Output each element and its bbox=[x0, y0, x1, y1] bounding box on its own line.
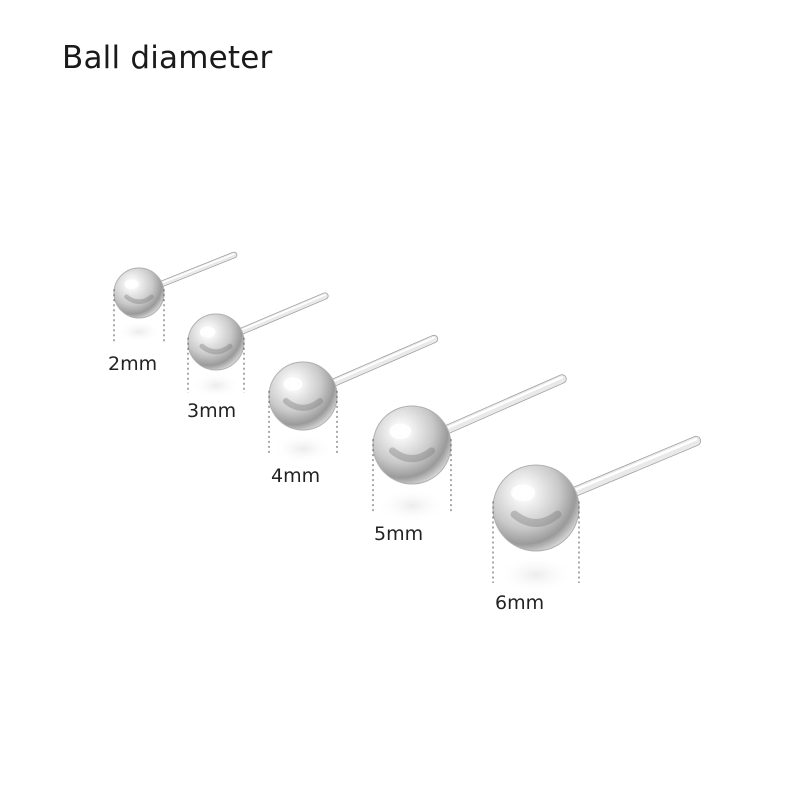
ball-highlight bbox=[511, 484, 536, 502]
ball-highlight bbox=[124, 279, 139, 290]
ball bbox=[492, 464, 580, 552]
post bbox=[152, 252, 237, 290]
size-label-6mm: 6mm bbox=[495, 592, 545, 614]
stud-earring-6mm bbox=[492, 435, 702, 595]
ball-shadow bbox=[199, 343, 233, 355]
reflection bbox=[272, 433, 334, 465]
reflection bbox=[497, 555, 575, 595]
post bbox=[321, 335, 438, 390]
reflection bbox=[190, 372, 242, 398]
post-highlight bbox=[154, 253, 235, 287]
stud-earring-2mm bbox=[113, 251, 238, 343]
post bbox=[231, 293, 328, 338]
ball-highlight bbox=[283, 377, 303, 391]
ball bbox=[372, 405, 452, 485]
stud-earring-5mm bbox=[372, 374, 567, 523]
ball bbox=[113, 267, 165, 319]
size-label-5mm: 5mm bbox=[374, 523, 424, 545]
size-label-4mm: 4mm bbox=[271, 465, 321, 487]
size-label-2mm: 2mm bbox=[108, 353, 158, 375]
post bbox=[433, 375, 566, 438]
size-label-3mm: 3mm bbox=[187, 400, 237, 422]
reflection bbox=[376, 487, 448, 523]
post-highlight bbox=[562, 437, 698, 496]
ball bbox=[187, 313, 245, 371]
ball-highlight bbox=[199, 326, 216, 338]
post bbox=[559, 436, 701, 501]
ball-shadow bbox=[124, 294, 154, 304]
ball-shadow bbox=[510, 510, 562, 527]
post-highlight bbox=[323, 336, 436, 387]
reflection bbox=[116, 320, 162, 343]
ball-shadow bbox=[282, 398, 324, 411]
page-title: Ball diameter bbox=[62, 40, 273, 76]
post-highlight bbox=[233, 294, 326, 335]
stud-earring-4mm bbox=[268, 334, 439, 465]
post-highlight bbox=[435, 376, 564, 434]
ball-shadow bbox=[388, 447, 436, 463]
stud-earring-3mm bbox=[187, 292, 329, 398]
ball-highlight bbox=[389, 423, 412, 440]
ball bbox=[268, 361, 338, 431]
